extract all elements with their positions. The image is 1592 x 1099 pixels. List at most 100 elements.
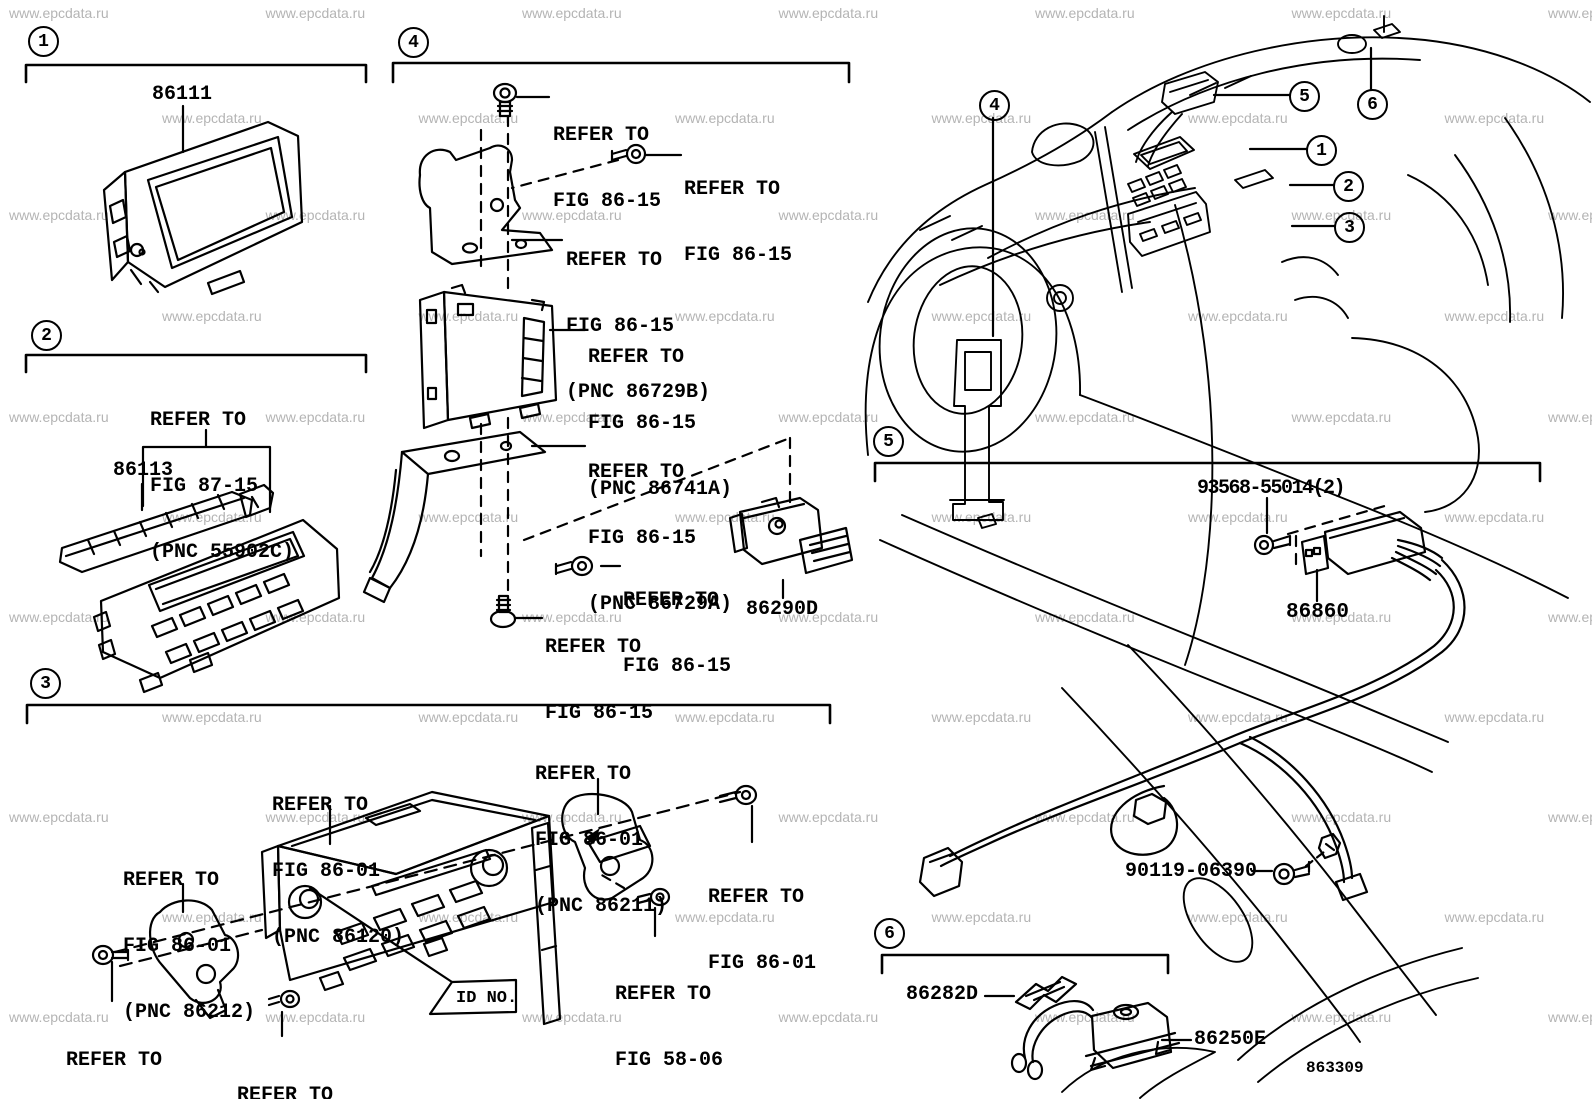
refer-label-s3-right2: REFER TO FIG 58-06 <box>615 983 724 1072</box>
watermark-text: www.epcdata.ru <box>778 609 879 625</box>
watermark-text: www.epcdata.ru <box>522 5 622 21</box>
watermark-text: www.epcdata.ru <box>162 709 262 725</box>
part-label-86250e: 86250E <box>1194 1028 1267 1051</box>
bracket-section-5 <box>873 461 1542 483</box>
watermark-text: www.epcdata.ru <box>418 110 519 126</box>
watermark-text: www.epcdata.ru <box>1548 1009 1592 1025</box>
car-callout-2: 2 <box>1333 171 1364 202</box>
watermark-text: www.epcdata.ru <box>418 709 519 725</box>
watermark-text: www.epcdata.ru <box>162 308 262 324</box>
car-callout-5: 5 <box>1289 81 1320 112</box>
section-brackets <box>24 61 1542 975</box>
watermark-text: www.epcdata.ru <box>1291 609 1392 625</box>
section-circle-4: 4 <box>398 27 429 58</box>
screw-icon <box>1272 860 1311 886</box>
watermark-text: www.epcdata.ru <box>522 1009 622 1025</box>
watermark-text: www.epcdata.ru <box>1188 709 1288 725</box>
watermark-text: www.epcdata.ru <box>1444 110 1545 126</box>
part-label-90119: 90119-06390 <box>1125 860 1258 883</box>
filter-86250e-drawing <box>983 975 1193 1081</box>
car-callout-4: 4 <box>979 90 1010 121</box>
part-label-86860: 86860 <box>1286 601 1350 624</box>
id-no-box <box>428 978 518 1016</box>
part-label-86282d: 86282D <box>906 983 979 1006</box>
harness-grommet <box>1132 792 1168 826</box>
watermark-text: www.epcdata.ru <box>9 609 109 625</box>
roof-antenna-sketch <box>1337 34 1367 54</box>
section-circle-1: 1 <box>28 26 59 57</box>
watermark-text: www.epcdata.ru <box>675 709 775 725</box>
refer-label-pnc86212: REFER TO FIG 86-01 (PNC 86212) <box>123 869 256 1024</box>
watermark-text: www.epcdata.ru <box>418 509 519 525</box>
refer-label-pnc86729a: REFER TO FIG 86-15 (PNC 86729A) <box>588 461 733 616</box>
antenna-module-86290d <box>728 496 854 575</box>
refer-label-pnc86211: REFER TO FIG 86-01 (PNC 86211) <box>535 763 668 918</box>
part-label-93568: 93568-55014(2) <box>1197 477 1346 500</box>
refer-label-s3-left: REFER TO FIG 86-01 <box>66 1049 163 1072</box>
watermark-text: www.epcdata.ru <box>1188 308 1288 324</box>
watermark-text: www.epcdata.ru <box>931 308 1032 324</box>
front-wheel <box>878 227 1058 453</box>
bracket-section-1 <box>24 63 368 84</box>
watermark-text: www.epcdata.ru <box>522 409 622 425</box>
bracket-ecu-drawing <box>362 82 854 629</box>
watermark-text: www.epcdata.ru <box>778 809 879 825</box>
refer-label-s3-mid: REFER TO FIG 58-06 <box>237 1084 334 1099</box>
car-location-sketch <box>864 15 1591 1099</box>
watermark-text: www.epcdata.ru <box>522 809 622 825</box>
watermark-text: www.epcdata.ru <box>9 409 109 425</box>
watermark-text: www.epcdata.ru <box>162 509 262 525</box>
refer-label-pnc86741a: REFER TO FIG 86-15 (PNC 86741A) <box>588 346 733 501</box>
screw-icon <box>1253 534 1292 556</box>
watermark-text: www.epcdata.ru <box>778 409 879 425</box>
car-callout-6: 6 <box>1357 89 1388 120</box>
bracket-section-2 <box>24 353 368 374</box>
screw-icon <box>636 887 671 907</box>
nav-screen-sketch <box>1133 136 1195 170</box>
watermark-text: www.epcdata.ru <box>1188 509 1288 525</box>
watermark-text: www.epcdata.ru <box>522 207 622 223</box>
radio-unit-drawing <box>91 777 758 1038</box>
watermark-text: www.epcdata.ru <box>1035 609 1135 625</box>
refer-label-s3-right: REFER TO FIG 86-01 <box>708 886 817 975</box>
watermark-text: www.epcdata.ru <box>778 207 879 223</box>
watermark-text: www.epcdata.ru <box>1444 509 1545 525</box>
bolt-icon <box>492 82 518 118</box>
harness-clip <box>1317 832 1342 860</box>
watermark-text: www.epcdata.ru <box>1548 207 1592 223</box>
clip-86282d <box>1014 975 1078 1011</box>
harness-86860-drawing <box>918 496 1466 902</box>
watermark-text: www.epcdata.ru <box>931 909 1032 925</box>
mirror-sketch <box>1031 122 1095 167</box>
part-label-86290d: 86290D <box>746 598 819 621</box>
refer-label-s4-screw: REFER TO FIG 86-15 <box>684 178 793 267</box>
section-circle-3: 3 <box>30 668 61 699</box>
watermark-text: www.epcdata.ru <box>1444 709 1545 725</box>
leader-id-no <box>308 886 454 984</box>
watermark-text: www.epcdata.ru <box>1291 809 1392 825</box>
watermark-text: www.epcdata.ru <box>675 308 775 324</box>
amp-bracket-sketch <box>952 339 1004 521</box>
screw-icon <box>554 555 594 577</box>
watermark-text: www.epcdata.ru <box>1548 5 1592 21</box>
bracket-section-6 <box>880 953 1170 975</box>
watermark-text: www.epcdata.ru <box>1291 5 1392 21</box>
section-circle-5: 5 <box>873 426 904 457</box>
refer-label-s4-bolt-top: REFER TO FIG 86-15 <box>553 124 662 213</box>
watermark-text: www.epcdata.ru <box>1035 409 1135 425</box>
harness-end-connector <box>918 846 964 898</box>
watermark-text: www.epcdata.ru <box>265 809 366 825</box>
gps-antenna-sketch <box>1161 71 1219 115</box>
bracket-section-3 <box>25 703 832 725</box>
watermark-text: www.epcdata.ru <box>265 1009 366 1025</box>
watermark-text: www.epcdata.ru <box>9 207 109 223</box>
part-label-86113: 86113 <box>113 459 174 482</box>
refer-label-fig87-15: REFER TO FIG 87-15 (PNC 55902C) <box>150 409 295 564</box>
refer-label-pnc86729b: REFER TO FIG 86-15 (PNC 86729B) <box>566 249 711 404</box>
watermark-text: www.epcdata.ru <box>778 1009 879 1025</box>
watermark-text: www.epcdata.ru <box>1035 5 1135 21</box>
part-label-86111: 86111 <box>152 83 213 106</box>
bracket-section-4 <box>391 61 851 84</box>
refer-label-s4-bolt-bottom: REFER TO FIG 86-15 <box>545 636 654 725</box>
